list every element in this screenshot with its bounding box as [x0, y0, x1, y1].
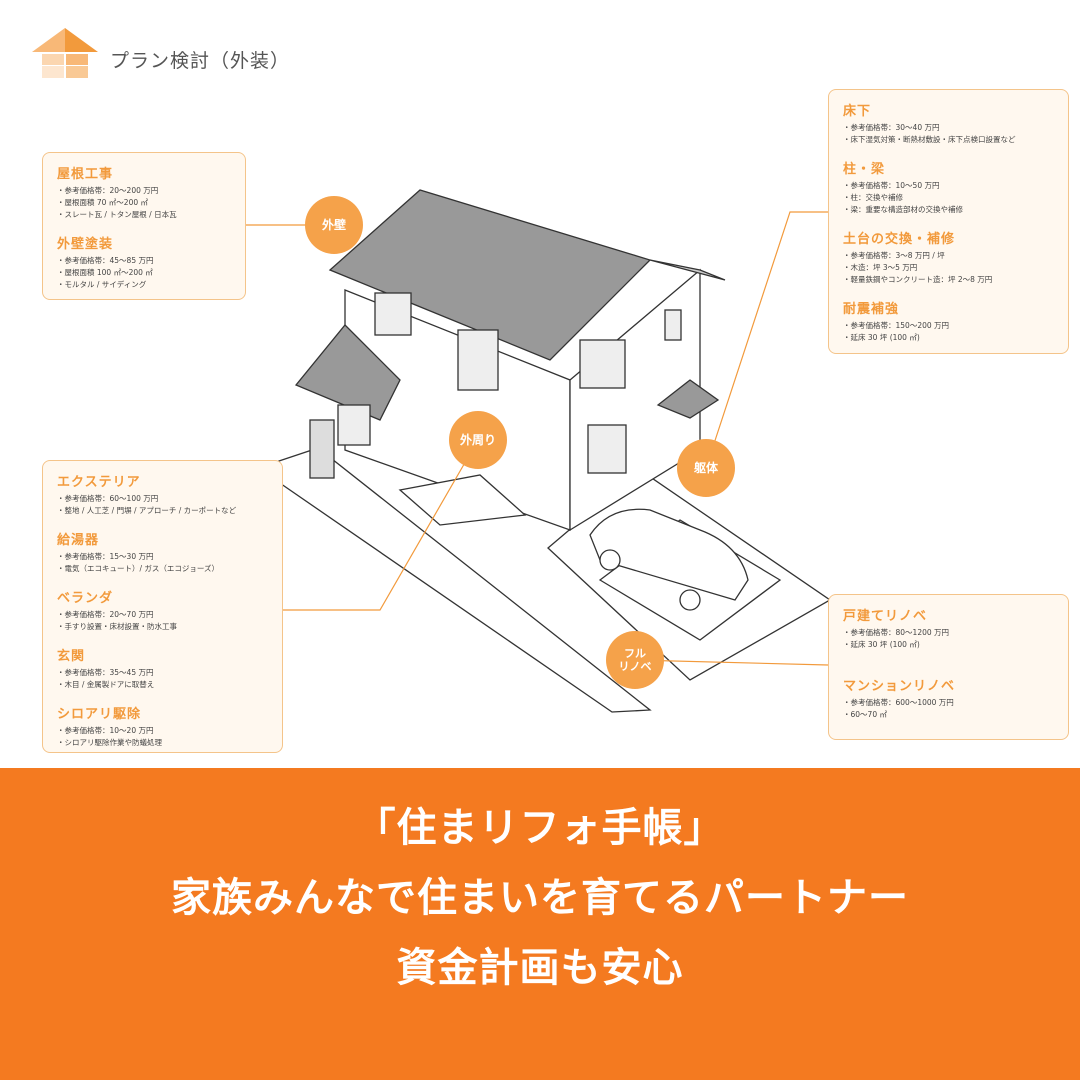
banner-line-3: 資金計画も安心: [396, 945, 684, 991]
info-section: 土台の交換・補修・参考価格帯：3〜8 万円 / 坪・木造：坪 3〜5 万円・軽量…: [843, 232, 993, 284]
badge-structure: 躯体: [681, 443, 731, 493]
info-section: ベランダ・参考価格帯：20〜70 万円・手すり設置・床材設置・防水工事: [57, 591, 177, 631]
banner-line-1: 「住まリフォ手帳」: [355, 805, 725, 851]
info-section: 耐震補強・参考価格帯：150〜200 万円・延床 30 坪 (100 ㎡): [843, 302, 950, 342]
badge-exterior-wall: 外壁: [309, 200, 359, 250]
info-section: 柱・梁・参考価格帯：10〜50 万円・柱：交換や補修・梁：重要な構造部材の交換や…: [843, 162, 963, 214]
info-section: エクステリア・参考価格帯：60〜100 万円・整地 / 人工芝 / 門塀 / ア…: [57, 475, 237, 515]
badge-surroundings: 外周り: [453, 415, 503, 465]
roof-wall-info-box: 屋根工事・参考価格帯：20〜200 万円・屋根面積 70 ㎡〜200 ㎡・スレー…: [42, 152, 246, 300]
banner-line-2: 家族みんなで住まいを育てるパートナー: [171, 875, 909, 921]
info-section: 外壁塗装・参考価格帯：45〜85 万円・屋根面積 100 ㎡〜200 ㎡・モルタ…: [57, 237, 154, 289]
info-section: 玄関・参考価格帯：35〜45 万円・木目 / 金属製ドアに取替え: [57, 649, 155, 689]
house-illustration: [246, 189, 832, 713]
badge-full-renovation: フル リノベ: [610, 635, 660, 685]
structure-info-box: 床下・参考価格帯：30〜40 万円・床下湿気対策・断熱材敷設・床下点検口設置など…: [828, 89, 1069, 354]
info-section: 戸建てリノベ・参考価格帯：80〜1200 万円・延床 30 坪 (100 ㎡): [843, 609, 950, 649]
info-section: 屋根工事・参考価格帯：20〜200 万円・屋根面積 70 ㎡〜200 ㎡・スレー…: [57, 167, 177, 219]
page-title: プラン検討（外装）: [110, 50, 291, 72]
info-section: シロアリ駆除・参考価格帯：10〜20 万円・シロアリ駆除作業や防蟻処理: [57, 707, 162, 747]
info-section: 床下・参考価格帯：30〜40 万円・床下湿気対策・断熱材敷設・床下点検口設置など: [843, 104, 1016, 144]
house-logo-icon: [32, 28, 98, 78]
exterior-info-box: エクステリア・参考価格帯：60〜100 万円・整地 / 人工芝 / 門塀 / ア…: [42, 460, 283, 753]
renovation-info-box: 戸建てリノベ・参考価格帯：80〜1200 万円・延床 30 坪 (100 ㎡) …: [828, 594, 1069, 740]
car-icon: [589, 508, 749, 611]
info-section: マンションリノベ・参考価格帯：600〜1000 万円・60〜70 ㎡: [843, 679, 956, 719]
promo-banner: 「住まリフォ手帳」 家族みんなで住まいを育てるパートナー 資金計画も安心: [0, 768, 1080, 1080]
info-section: 給湯器・参考価格帯：15〜30 万円・電気（エコキュート）/ ガス（エコジョーズ…: [57, 533, 220, 573]
